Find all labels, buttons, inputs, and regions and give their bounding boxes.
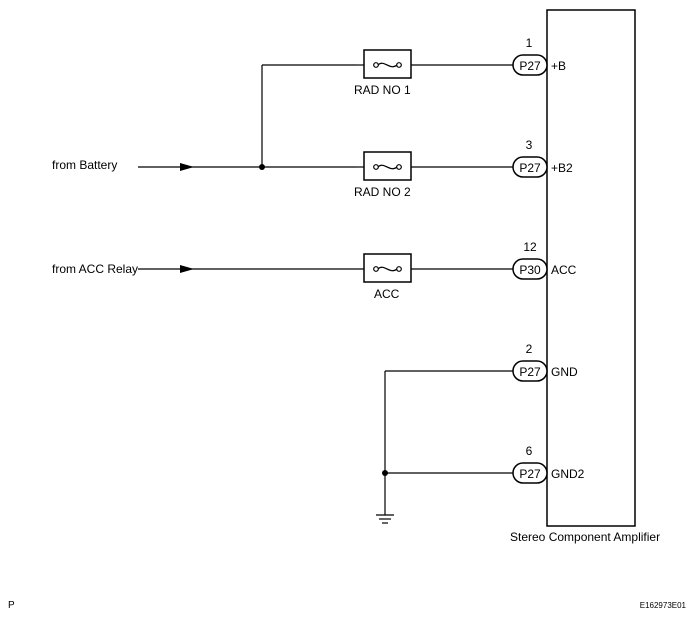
fuse-rad-no1-label: RAD NO 1	[354, 83, 411, 97]
fuse-rad-no2-label: RAD NO 2	[354, 185, 411, 199]
fuse-rad-no2	[356, 151, 513, 181]
ground-icon	[376, 514, 394, 524]
connector-code: P30	[519, 263, 541, 277]
pin-number: 1	[526, 36, 533, 50]
connector-oval	[512, 360, 548, 382]
pin-signal: +B2	[551, 161, 573, 175]
pin-2: 2 P27 GND	[512, 342, 578, 382]
pin-12: 12 P30 ACC	[512, 240, 577, 280]
amplifier-box	[546, 9, 636, 527]
fuse-rad-no1	[356, 49, 513, 79]
pin-number: 2	[526, 342, 533, 356]
connector-oval	[512, 258, 548, 280]
acc-arrow-icon	[180, 265, 194, 273]
pin-signal: ACC	[551, 263, 577, 277]
ground-junction-dot	[382, 470, 388, 476]
connector-oval	[512, 156, 548, 178]
battery-input-label: from Battery	[52, 158, 117, 172]
connector-code: P27	[519, 467, 541, 481]
pin-number: 3	[526, 138, 533, 152]
amplifier-label: Stereo Component Amplifier	[510, 530, 660, 544]
pin-3: 3 P27 +B2	[512, 138, 573, 178]
connector-code: P27	[519, 161, 541, 175]
pin-signal: +B	[551, 59, 566, 73]
connector-oval	[512, 462, 548, 484]
acc-relay-input-label: from ACC Relay	[52, 262, 138, 276]
pin-signal: GND2	[551, 467, 585, 481]
pin-number: 6	[526, 444, 533, 458]
fuse-acc-label: ACC	[374, 287, 400, 301]
fuse-acc	[363, 253, 513, 283]
figure-id: E162973E01	[640, 601, 687, 610]
fuse-acc-box	[363, 253, 412, 283]
footer-left-code: P	[8, 600, 15, 611]
connector-oval	[512, 54, 548, 76]
battery-arrow-icon	[180, 163, 194, 171]
connector-code: P27	[519, 59, 541, 73]
pin-6: 6 P27 GND2	[512, 444, 585, 484]
pin-signal: GND	[551, 365, 578, 379]
fuse-rad-no1-box	[363, 49, 412, 79]
pin-1: 1 P27 +B	[512, 36, 566, 76]
pin-number: 12	[523, 240, 537, 254]
fuse-rad-no2-box	[363, 151, 412, 181]
connector-code: P27	[519, 365, 541, 379]
